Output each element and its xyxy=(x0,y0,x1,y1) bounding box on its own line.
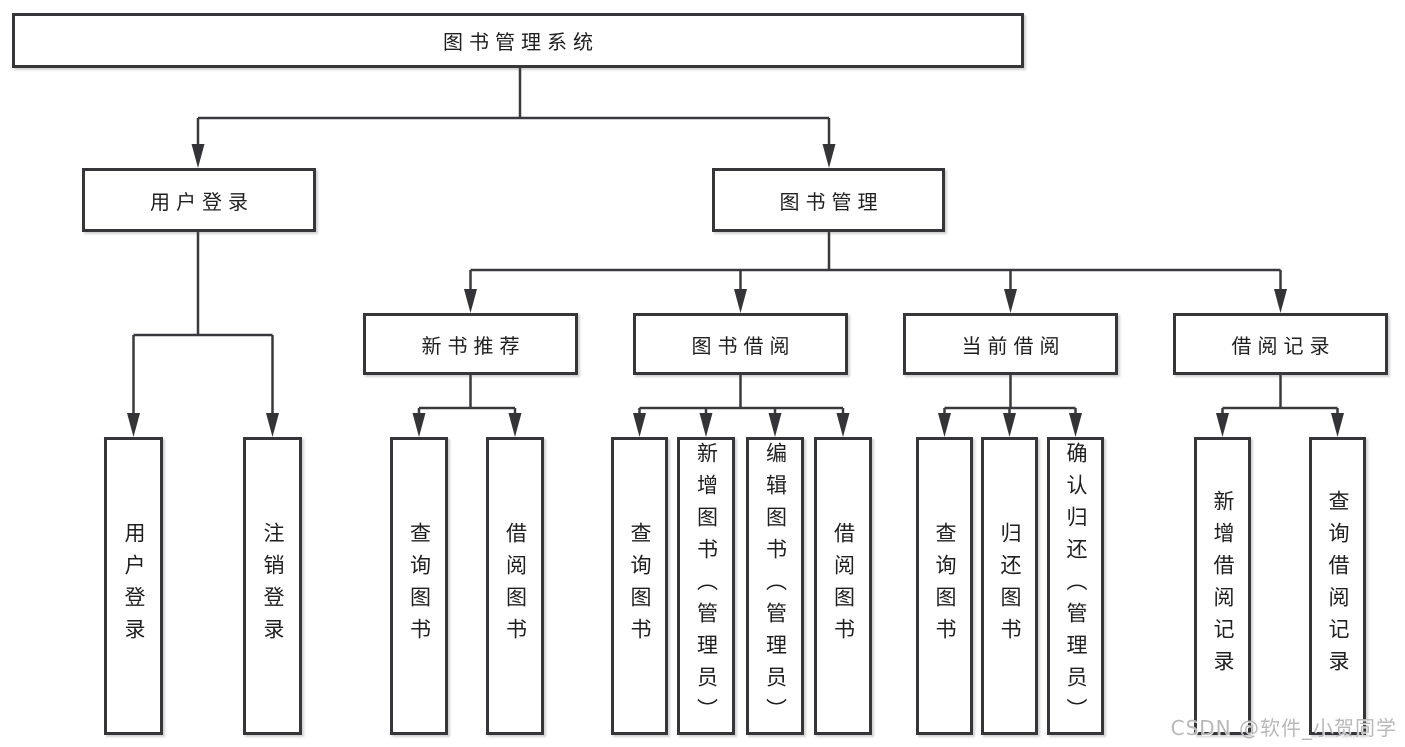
arrow-down-icon xyxy=(938,413,951,437)
arrow-down-icon xyxy=(412,413,426,437)
node-library-management-system: 图书管理系统 xyxy=(12,13,1024,68)
leaf-return-book: 归还图书 xyxy=(981,437,1038,735)
arrow-down-icon xyxy=(1216,413,1229,437)
leaf-query-books-current: 查询图书 xyxy=(916,437,973,735)
arrow-down-icon xyxy=(508,413,522,437)
node-new-book-recommendation: 新书推荐 xyxy=(363,313,578,375)
arrow-down-icon xyxy=(768,413,782,437)
node-borrowing-records: 借阅记录 xyxy=(1173,313,1388,375)
leaf-add-borrow-record: 新增借阅记录 xyxy=(1194,437,1251,735)
arrow-down-icon xyxy=(836,413,850,437)
arrow-down-icon xyxy=(822,144,836,168)
leaf-add-book-admin: 新增图书（管理员） xyxy=(677,437,735,735)
arrow-down-icon xyxy=(1004,289,1017,313)
arrow-down-icon xyxy=(1003,413,1016,437)
connector-bookmgmt-to-level3 xyxy=(469,232,1282,293)
leaf-query-books-borrow: 查询图书 xyxy=(611,437,668,735)
leaf-query-books-recommend: 查询图书 xyxy=(390,437,448,735)
node-current-borrowing: 当前借阅 xyxy=(903,313,1118,375)
leaf-borrow-books-recommend: 借阅图书 xyxy=(486,437,544,735)
node-user-login: 用户登录 xyxy=(82,168,316,232)
arrow-down-icon xyxy=(734,289,747,313)
arrow-down-icon xyxy=(633,413,646,437)
connector-newbookrec-to-leaves xyxy=(417,375,517,417)
arrow-down-icon xyxy=(127,413,140,437)
connector-borrowrecords-to-leaves xyxy=(1221,375,1339,417)
connector-currentborrow-to-leaves xyxy=(943,375,1077,417)
leaf-borrow-books: 借阅图书 xyxy=(814,437,872,735)
arrow-down-icon xyxy=(464,289,477,313)
arrow-down-icon xyxy=(1274,289,1287,313)
connector-bookborrow-to-leaves xyxy=(638,375,845,417)
arrow-down-icon xyxy=(1331,413,1344,437)
leaf-confirm-return-admin: 确认归还（管理员） xyxy=(1047,437,1104,735)
arrow-down-icon xyxy=(266,413,279,437)
leaf-query-borrow-record: 查询借阅记录 xyxy=(1309,437,1366,735)
arrow-down-icon xyxy=(191,144,205,168)
csdn-watermark: CSDN @软件_小贺同学 xyxy=(1170,716,1397,740)
connector-userlogin-to-leaves xyxy=(132,232,274,417)
arrow-down-icon xyxy=(699,413,713,437)
connector-root-to-level2 xyxy=(196,68,831,148)
leaf-logout: 注销登录 xyxy=(243,437,302,735)
node-book-management: 图书管理 xyxy=(712,168,945,232)
arrow-down-icon xyxy=(1069,413,1082,437)
leaf-edit-book-admin: 编辑图书（管理员） xyxy=(746,437,804,735)
node-book-borrowing: 图书借阅 xyxy=(633,313,848,375)
leaf-user-login: 用户登录 xyxy=(104,437,163,735)
